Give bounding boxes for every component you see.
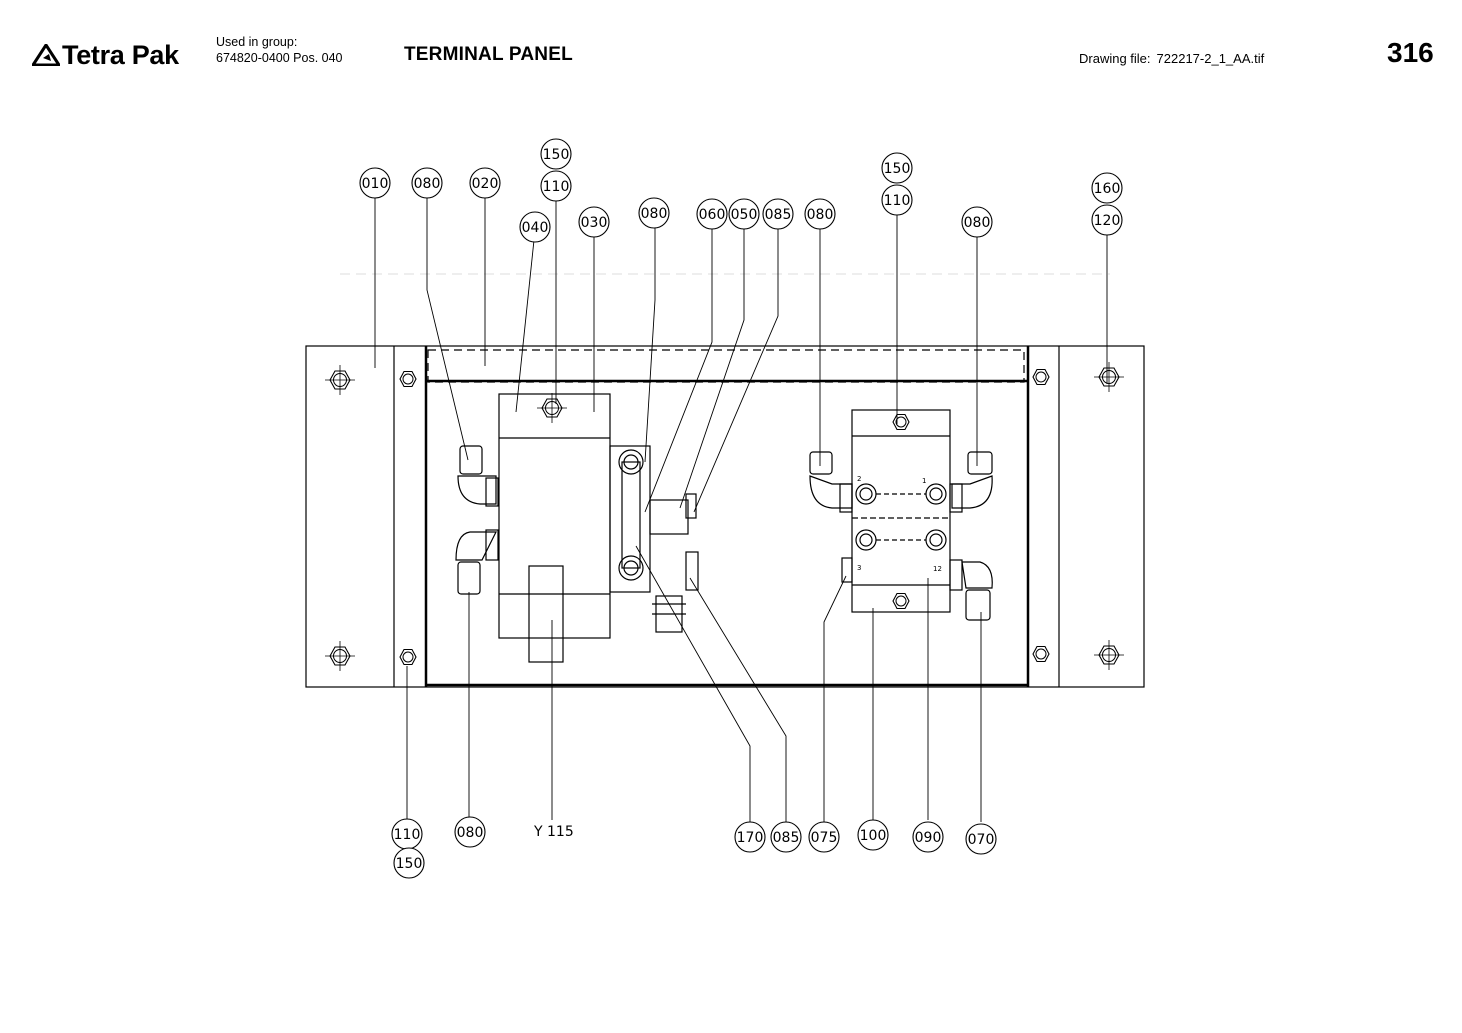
cover-outline: [427, 349, 1025, 383]
page-title: TERMINAL PANEL: [404, 44, 573, 65]
callout-circle: [734, 821, 766, 853]
callout-010: 010: [362, 176, 389, 192]
callout-080: 080: [414, 176, 441, 192]
group-value: 674820-0400 Pos. 040: [216, 51, 343, 65]
callout-160: 160: [1094, 181, 1121, 197]
port-label: 3: [857, 564, 861, 572]
mounting-nut: [324, 364, 356, 396]
callout-circle: [1091, 204, 1123, 236]
valve-screw: [892, 592, 910, 610]
callout-110: 110: [543, 179, 570, 195]
callout-060: 060: [699, 207, 726, 223]
page-number: 316: [1387, 37, 1434, 68]
page-header: Tetra Pak Used in group: 674820-0400 Pos…: [0, 0, 1462, 100]
callout-circle: [857, 819, 889, 851]
brand-name: Tetra Pak: [62, 39, 179, 70]
callout-085: 085: [765, 207, 792, 223]
mounting-nut: [1032, 368, 1050, 386]
callout-circle: [804, 198, 836, 230]
callout-020: 020: [472, 176, 499, 192]
drawing-file: Drawing file: 722217-2_1_AA.tif: [1079, 51, 1264, 66]
mounting-nut: [399, 370, 417, 388]
callout-120: 120: [1094, 213, 1121, 229]
mounting-nut: [399, 648, 417, 666]
callout-110: 110: [884, 193, 911, 209]
port-label: 1: [922, 477, 926, 485]
valve-screw: [536, 392, 568, 424]
port-label: 2: [857, 475, 861, 483]
callout-circle: [965, 823, 997, 855]
mounting-nut: [324, 640, 356, 672]
callout-150: 150: [543, 147, 570, 163]
drawing-file-label: Drawing file:: [1079, 51, 1151, 66]
base-plate: [305, 345, 1145, 688]
mounting-nut: [1093, 639, 1125, 671]
left-valve-body: [498, 393, 611, 639]
callout-080: 080: [457, 825, 484, 841]
valve-label-y115: Y 115: [533, 824, 574, 840]
callout-circle: [454, 816, 486, 848]
tetra-pak-triangle-icon: [32, 44, 60, 66]
callout-170: 170: [737, 830, 764, 846]
mounting-nut: [1032, 645, 1050, 663]
callout-circle: [808, 821, 840, 853]
callout-circle: [411, 167, 443, 199]
callout-circle: [881, 184, 913, 216]
callout-040: 040: [522, 220, 549, 236]
callout-090: 090: [915, 830, 942, 846]
callout-circle: [638, 197, 670, 229]
solenoid-coil: [528, 565, 564, 663]
callout-080: 080: [964, 215, 991, 231]
callout-circle: [540, 170, 572, 202]
callout-circle: [762, 198, 794, 230]
callout-075: 075: [811, 830, 838, 846]
drawing-file-value: 722217-2_1_AA.tif: [1156, 51, 1265, 66]
callout-080: 080: [641, 206, 668, 222]
callout-circle: [728, 198, 760, 230]
valve-screw: [892, 413, 910, 431]
callout-circle: [540, 138, 572, 170]
callout-070: 070: [968, 832, 995, 848]
callout-circle: [912, 821, 944, 853]
callout-circle: [1091, 172, 1123, 204]
callout-085: 085: [773, 830, 800, 846]
group-info: Used in group: 674820-0400 Pos. 040: [216, 34, 343, 66]
callout-circle: [519, 211, 551, 243]
tetra-pak-logo: Tetra Pak: [32, 38, 179, 72]
port-label: 12: [933, 565, 942, 573]
callout-circle: [961, 206, 993, 238]
group-label: Used in group:: [216, 35, 298, 49]
callout-100: 100: [860, 828, 887, 844]
right-valve-body: [851, 409, 951, 613]
callout-circle: [393, 847, 425, 879]
callout-circle: [696, 198, 728, 230]
callout-circle: [469, 167, 501, 199]
callout-circle: [770, 821, 802, 853]
callout-080: 080: [807, 207, 834, 223]
callout-050: 050: [731, 207, 758, 223]
callout-circle: [881, 152, 913, 184]
callout-circle: [359, 167, 391, 199]
callout-150: 150: [884, 161, 911, 177]
callout-circle: [578, 206, 610, 238]
callout-150: 150: [396, 856, 423, 872]
callout-030: 030: [581, 215, 608, 231]
mounting-nut: [1093, 361, 1125, 393]
callout-110: 110: [394, 827, 421, 843]
